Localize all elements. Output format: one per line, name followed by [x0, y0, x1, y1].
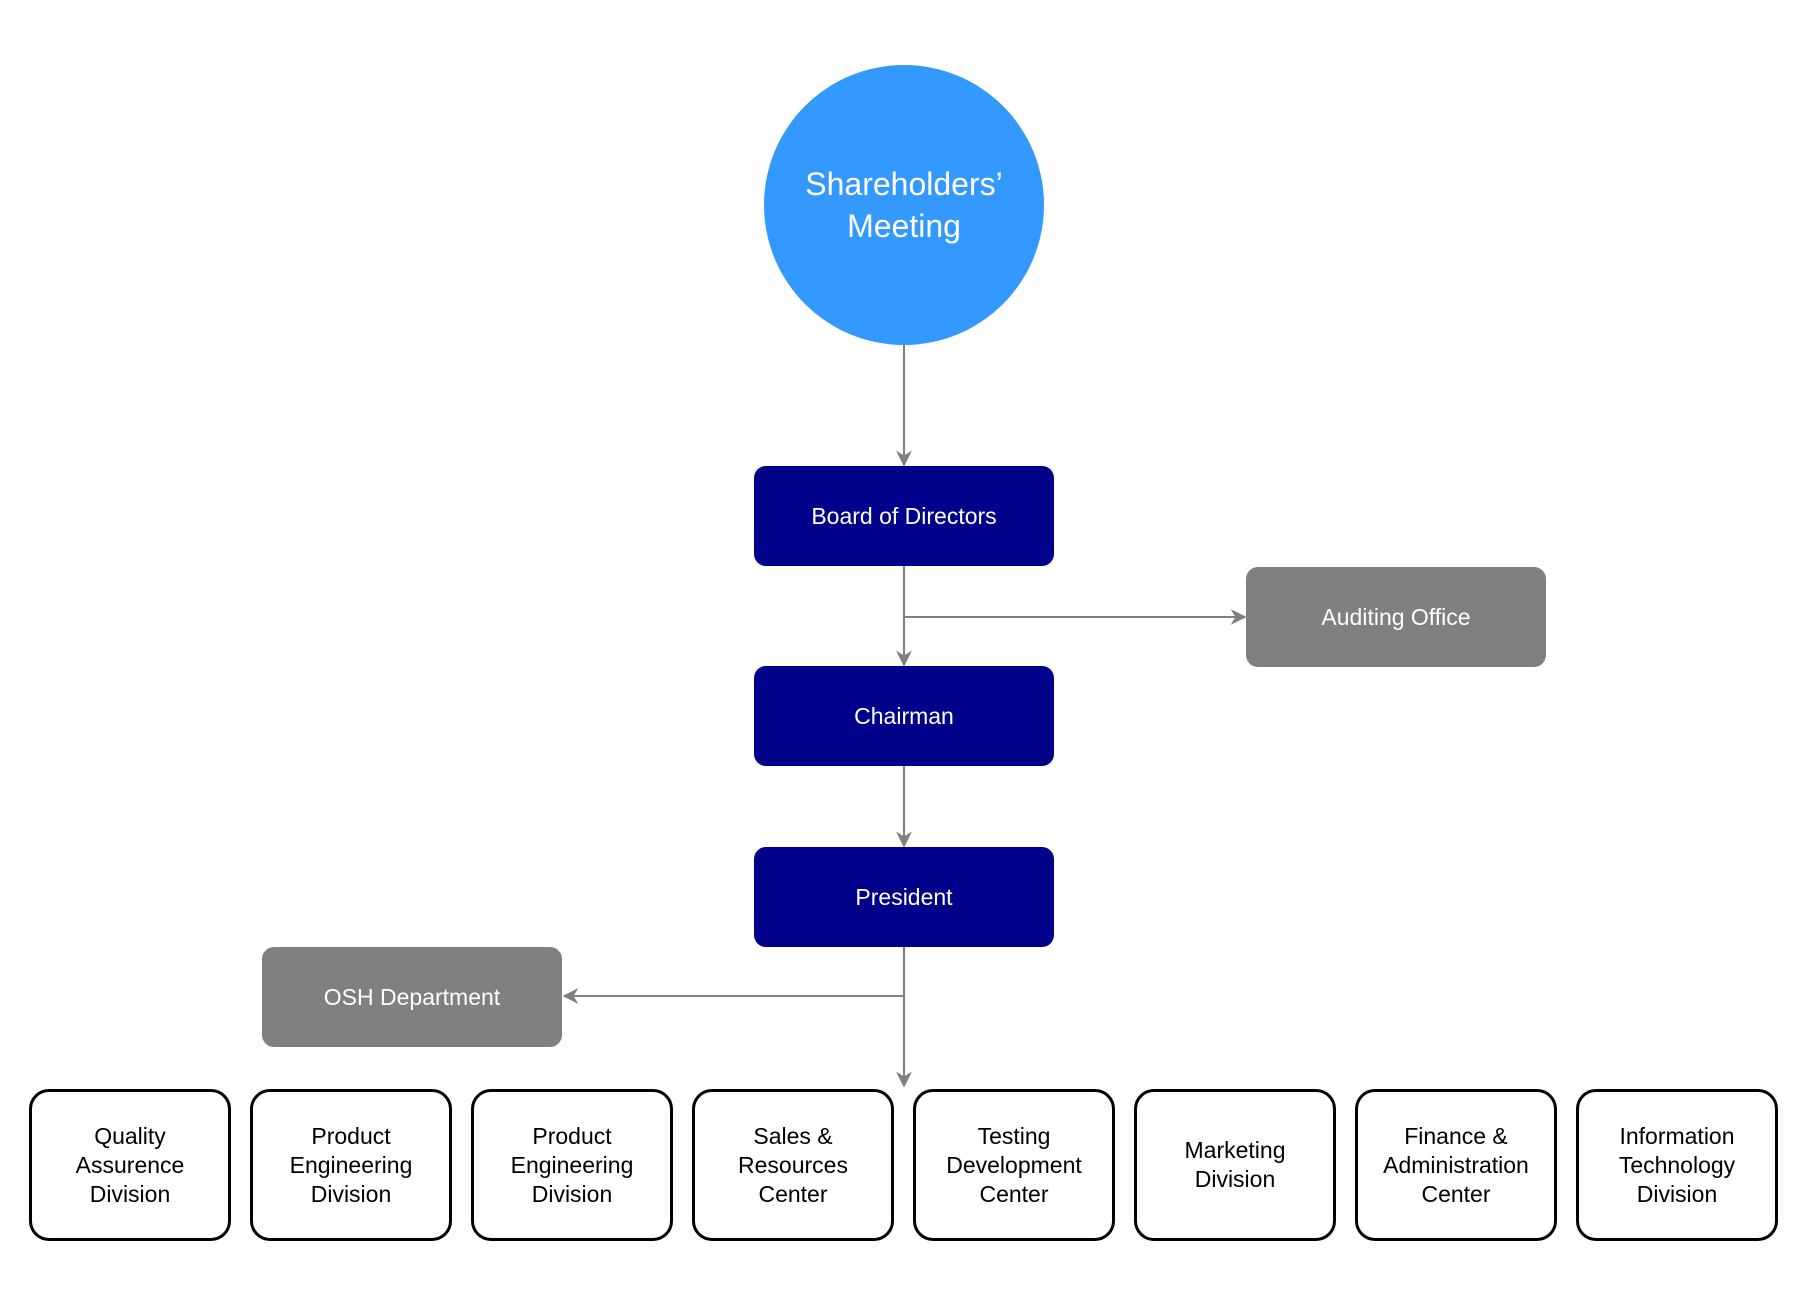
president-node: President — [754, 847, 1054, 947]
shareholders-meeting-node: Shareholders’ Meeting — [764, 65, 1044, 345]
board-of-directors-label: Board of Directors — [811, 502, 997, 529]
division-quality-assurance-node: Quality Assurence Division — [29, 1089, 231, 1241]
division-testing-development-node: Testing Development Center — [913, 1089, 1115, 1241]
division-product-engineering-node: Product Engineering Division — [250, 1089, 452, 1241]
division-marketing-node: Marketing Division — [1134, 1089, 1336, 1241]
board-of-directors-node: Board of Directors — [754, 466, 1054, 566]
division-product-engineering-2-node: Product Engineering Division — [471, 1089, 673, 1241]
division-label: Marketing Division — [1184, 1137, 1286, 1192]
division-label: Information Technology Division — [1618, 1122, 1736, 1207]
auditing-office-node: Auditing Office — [1246, 567, 1546, 667]
osh-department-node: OSH Department — [262, 947, 562, 1047]
division-finance-administration-node: Finance & Administration Center — [1355, 1089, 1557, 1241]
shareholders-meeting-label: Shareholders’ Meeting — [805, 166, 1003, 244]
division-label: Product Engineering Division — [510, 1122, 634, 1207]
division-label: Quality Assurence Division — [75, 1122, 185, 1207]
osh-department-label: OSH Department — [323, 983, 501, 1010]
chairman-label: Chairman — [854, 702, 954, 729]
division-label: Sales & Resources Center — [738, 1122, 848, 1207]
division-label: Finance & Administration Center — [1383, 1122, 1529, 1207]
division-label: Testing Development Center — [946, 1122, 1082, 1207]
division-sales-resources-node: Sales & Resources Center — [692, 1089, 894, 1241]
division-information-technology-node: Information Technology Division — [1576, 1089, 1778, 1241]
auditing-office-label: Auditing Office — [1321, 603, 1471, 630]
chairman-node: Chairman — [754, 666, 1054, 766]
president-label: President — [855, 883, 953, 910]
division-label: Product Engineering Division — [289, 1122, 413, 1207]
